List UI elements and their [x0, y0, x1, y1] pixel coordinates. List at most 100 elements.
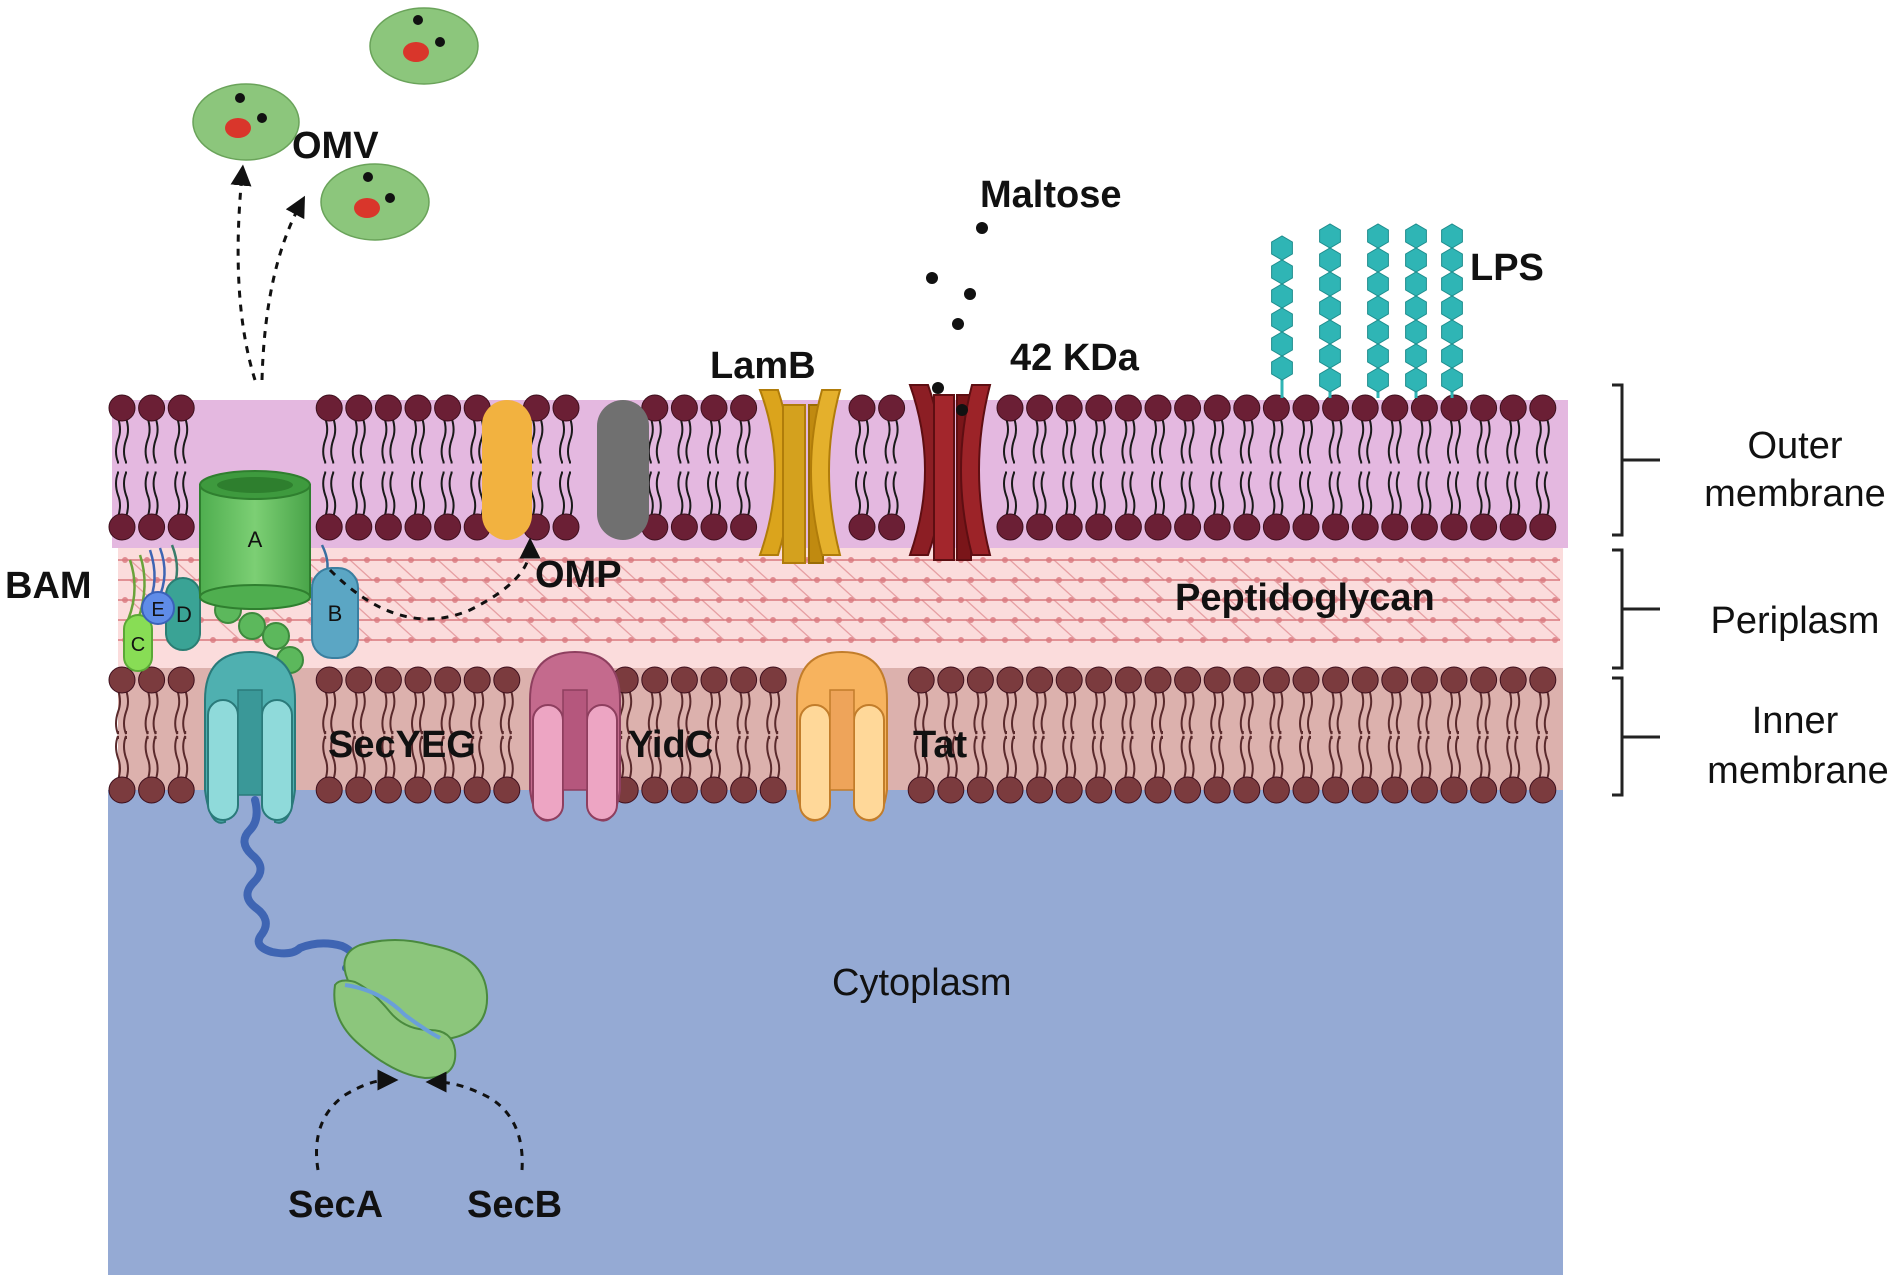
lipid-tail — [736, 417, 743, 464]
peptidoglycan-node — [1100, 617, 1106, 623]
lipid-tail — [1159, 735, 1165, 781]
peptidoglycan-node — [1486, 597, 1492, 603]
peptidoglycan-node — [760, 597, 766, 603]
lps-sugar — [1441, 295, 1463, 321]
lipid-head — [1174, 776, 1202, 804]
peptidoglycan-node — [1090, 597, 1096, 603]
lipid-tail — [1210, 735, 1217, 781]
peptidoglycan-node — [1508, 637, 1514, 643]
peptidoglycan-node — [1398, 637, 1404, 643]
peptidoglycan-node — [782, 597, 788, 603]
lipid-tail — [1476, 735, 1483, 781]
lipid-head — [1085, 394, 1113, 422]
lipid-tail — [1299, 417, 1305, 464]
peptidoglycan-node — [748, 617, 754, 623]
lipid-head — [848, 513, 876, 541]
peptidoglycan-crosslink — [1449, 599, 1473, 621]
peptidoglycan-crosslink — [1361, 579, 1385, 601]
peptidoglycan-node — [870, 597, 876, 603]
inner-membrane-title-2: membrane — [1707, 750, 1889, 792]
peptidoglycan-crosslink — [745, 579, 769, 601]
peptidoglycan-node — [232, 637, 238, 643]
peptidoglycan-node — [1156, 597, 1162, 603]
peptidoglycan-crosslink — [789, 619, 813, 641]
lipid-tail — [685, 471, 692, 518]
cytoplasm-label: Cytoplasm — [832, 962, 1012, 1004]
peptidoglycan-crosslink — [1493, 599, 1517, 621]
peptidoglycan-crosslink — [1317, 559, 1341, 581]
lipid-head — [1529, 513, 1557, 541]
lipid-head — [1174, 666, 1202, 694]
lipid-head — [1351, 776, 1379, 804]
lipid-tail — [359, 417, 366, 464]
lipid-head — [1470, 776, 1498, 804]
lipid-tail — [1387, 735, 1394, 781]
peptidoglycan-node — [628, 557, 634, 563]
peptidoglycan-node — [1134, 557, 1140, 563]
lipid-head — [1381, 666, 1409, 694]
lipid-head — [700, 776, 728, 804]
peptidoglycan-node — [1376, 597, 1382, 603]
peptidoglycan-node — [1266, 597, 1272, 603]
peptidoglycan-node — [1320, 617, 1326, 623]
lipid-head — [730, 513, 758, 541]
lipid-tail — [144, 735, 151, 781]
lipid-tail — [736, 689, 743, 735]
peptidoglycan-node — [1178, 597, 1184, 603]
lipid-head — [1351, 394, 1379, 422]
peptidoglycan-crosslink — [437, 559, 461, 581]
lipid-tail — [182, 417, 189, 464]
lipid-tail — [981, 689, 988, 735]
periplasm-title: Periplasm — [1711, 600, 1880, 642]
peptidoglycan-node — [1342, 617, 1348, 623]
lipid-tail — [1062, 735, 1069, 781]
peptidoglycan-node — [924, 617, 930, 623]
peptidoglycan-crosslink — [833, 599, 857, 621]
lps-sugar — [1405, 319, 1427, 345]
lipid-head — [996, 394, 1024, 422]
peptidoglycan-crosslink — [1229, 559, 1253, 581]
lps-sugar — [1367, 367, 1389, 393]
peptidoglycan-node — [1408, 577, 1414, 583]
peptidoglycan-node — [1178, 557, 1184, 563]
peptidoglycan-node — [364, 637, 370, 643]
lipid-tail — [1099, 417, 1106, 464]
peptidoglycan-node — [298, 637, 304, 643]
tat-channel — [796, 650, 888, 822]
peptidoglycan-node — [1232, 577, 1238, 583]
peptidoglycan-node — [1068, 557, 1074, 563]
lipid-tail — [1366, 735, 1373, 781]
lipid-tail — [499, 689, 506, 735]
lipid-tail — [1514, 735, 1521, 781]
lipid-tail — [152, 471, 159, 518]
peptidoglycan-crosslink — [1449, 619, 1473, 641]
lps-sugar — [1441, 223, 1463, 249]
lipid-head — [1203, 513, 1231, 541]
peptidoglycan-node — [374, 617, 380, 623]
lipid-head — [1203, 394, 1231, 422]
lipid-tail — [440, 417, 447, 464]
omv-label: OMV — [292, 125, 379, 167]
peptidoglycan-node — [1540, 577, 1546, 583]
peptidoglycan-node — [1474, 577, 1480, 583]
lipid-tail — [1455, 735, 1461, 781]
lipid-tail — [1417, 735, 1424, 781]
peptidoglycan-label: Peptidoglycan — [1175, 577, 1435, 619]
peptidoglycan-node — [1464, 597, 1470, 603]
lipid-tail — [1247, 417, 1254, 464]
lipid-head — [1114, 394, 1142, 422]
peptidoglycan-node — [1046, 597, 1052, 603]
lipid-tail — [943, 735, 950, 781]
lipid-tail — [1210, 689, 1217, 735]
peptidoglycan-node — [364, 557, 370, 563]
lipid-tail — [1299, 735, 1305, 781]
peptidoglycan-crosslink — [657, 559, 681, 581]
lipid-tail — [715, 689, 721, 735]
lipid-head — [1381, 776, 1409, 804]
lipid-tail — [1269, 689, 1276, 735]
peptidoglycan-node — [1398, 597, 1404, 603]
lipid-tail — [448, 417, 455, 464]
peptidoglycan-node — [738, 597, 744, 603]
peptidoglycan-node — [770, 577, 776, 583]
lipid-tail — [419, 417, 425, 464]
